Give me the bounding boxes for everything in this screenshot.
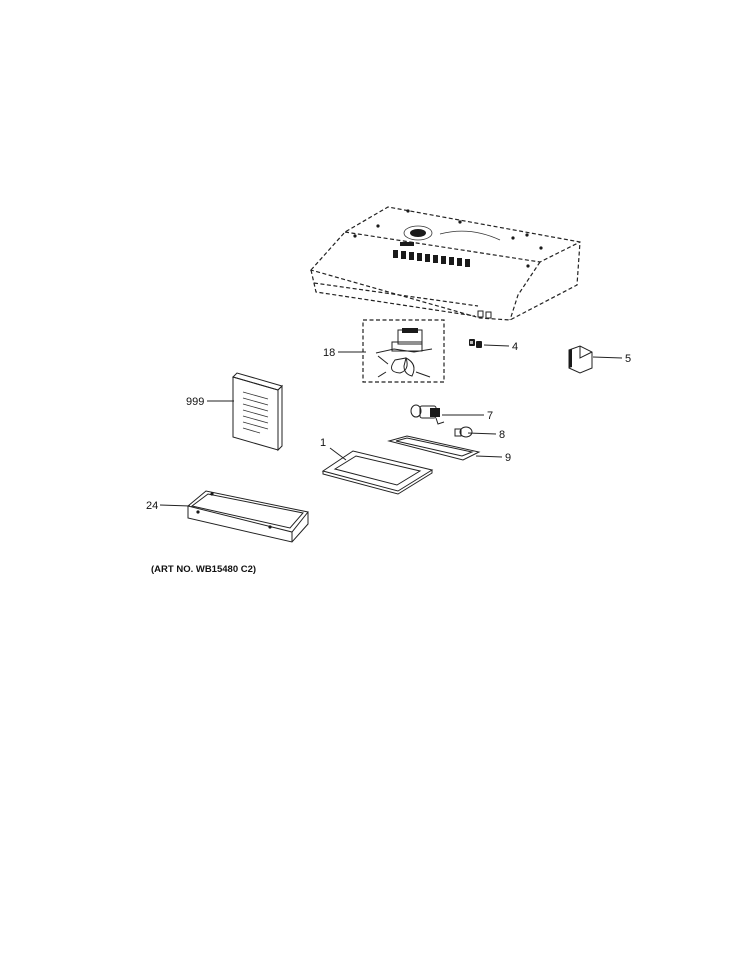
art-number: (ART NO. WB15480 C2) xyxy=(151,564,257,575)
range-hood-housing xyxy=(309,206,581,321)
light-bulb-part xyxy=(454,426,473,438)
callout-18: 18 xyxy=(323,347,335,359)
owners-manual xyxy=(232,372,283,452)
grease-filter xyxy=(321,450,434,495)
callout-5: 5 xyxy=(625,353,631,365)
leader-lines xyxy=(159,344,623,507)
callout-1: 1 xyxy=(320,437,326,449)
motor-fan-assembly xyxy=(362,319,445,383)
callout-4: 4 xyxy=(512,341,518,353)
duct-box-part xyxy=(186,490,309,543)
lamp-socket-part xyxy=(410,404,445,425)
switch-knob-part xyxy=(469,339,482,348)
vent-slots xyxy=(393,250,470,267)
callout-999: 999 xyxy=(186,396,204,408)
mounting-bracket-part xyxy=(568,345,593,374)
callout-24: 24 xyxy=(146,500,158,512)
callout-9: 9 xyxy=(505,452,511,464)
light-lens-frame xyxy=(387,435,481,461)
callout-8: 8 xyxy=(499,429,505,441)
callout-7: 7 xyxy=(487,410,493,422)
